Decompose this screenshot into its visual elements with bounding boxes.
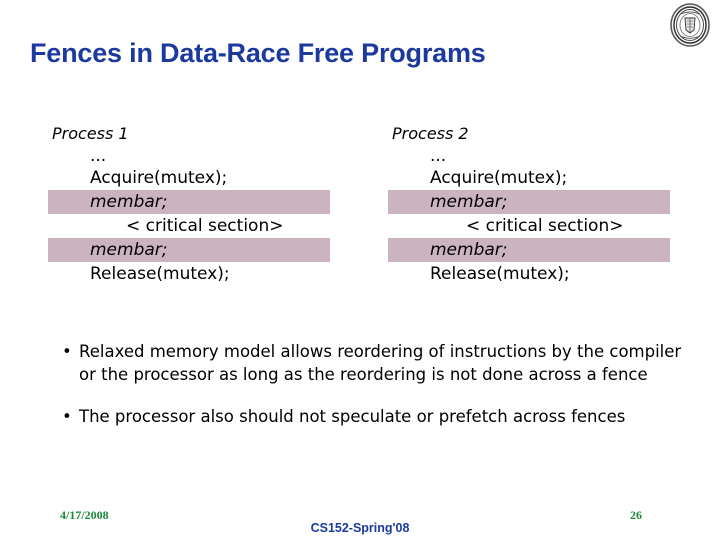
code-line-acquire: Acquire(mutex); bbox=[430, 168, 568, 188]
code-line-release: Release(mutex); bbox=[90, 264, 230, 284]
code-line: ... bbox=[90, 146, 107, 166]
process-column-1: Process 1 ... Acquire(mutex); membar; < … bbox=[48, 122, 378, 286]
code-line-acquire: Acquire(mutex); bbox=[90, 168, 228, 188]
code-line-membar-top: membar; bbox=[48, 190, 330, 214]
process-2-header: Process 2 bbox=[392, 124, 469, 143]
bullet-icon: • bbox=[62, 342, 72, 361]
process-column-2: Process 2 ... Acquire(mutex); membar; < … bbox=[388, 122, 718, 286]
page-title: Fences in Data-Race Free Programs bbox=[30, 38, 486, 68]
bullet-icon: • bbox=[62, 407, 72, 426]
footer-page-number: 26 bbox=[630, 508, 642, 522]
code-line-membar-top: membar; bbox=[388, 190, 670, 214]
svg-text:.: . bbox=[679, 11, 680, 14]
code-line: ... bbox=[430, 146, 447, 166]
list-item: • Relaxed memory model allows reordering… bbox=[62, 340, 682, 386]
process-1-header: Process 1 bbox=[52, 124, 129, 143]
list-item-text: The processor also should not speculate … bbox=[79, 407, 626, 426]
university-seal-logo: . bbox=[667, 2, 713, 48]
process-code-comparison: Process 1 ... Acquire(mutex); membar; < … bbox=[0, 122, 720, 302]
footer-course: CS152-Spring'08 bbox=[310, 521, 410, 535]
code-line-membar-bottom: membar; bbox=[48, 238, 330, 262]
list-item: • The processor also should not speculat… bbox=[62, 405, 682, 428]
bullet-list: • Relaxed memory model allows reordering… bbox=[62, 340, 682, 447]
code-line-membar-bottom: membar; bbox=[388, 238, 670, 262]
list-item-text: Relaxed memory model allows reordering o… bbox=[79, 342, 682, 384]
code-line-release: Release(mutex); bbox=[430, 264, 570, 284]
footer-date: 4/17/2008 bbox=[60, 508, 109, 522]
code-line-critical-section: < critical section> bbox=[126, 216, 284, 236]
code-line-critical-section: < critical section> bbox=[466, 216, 624, 236]
